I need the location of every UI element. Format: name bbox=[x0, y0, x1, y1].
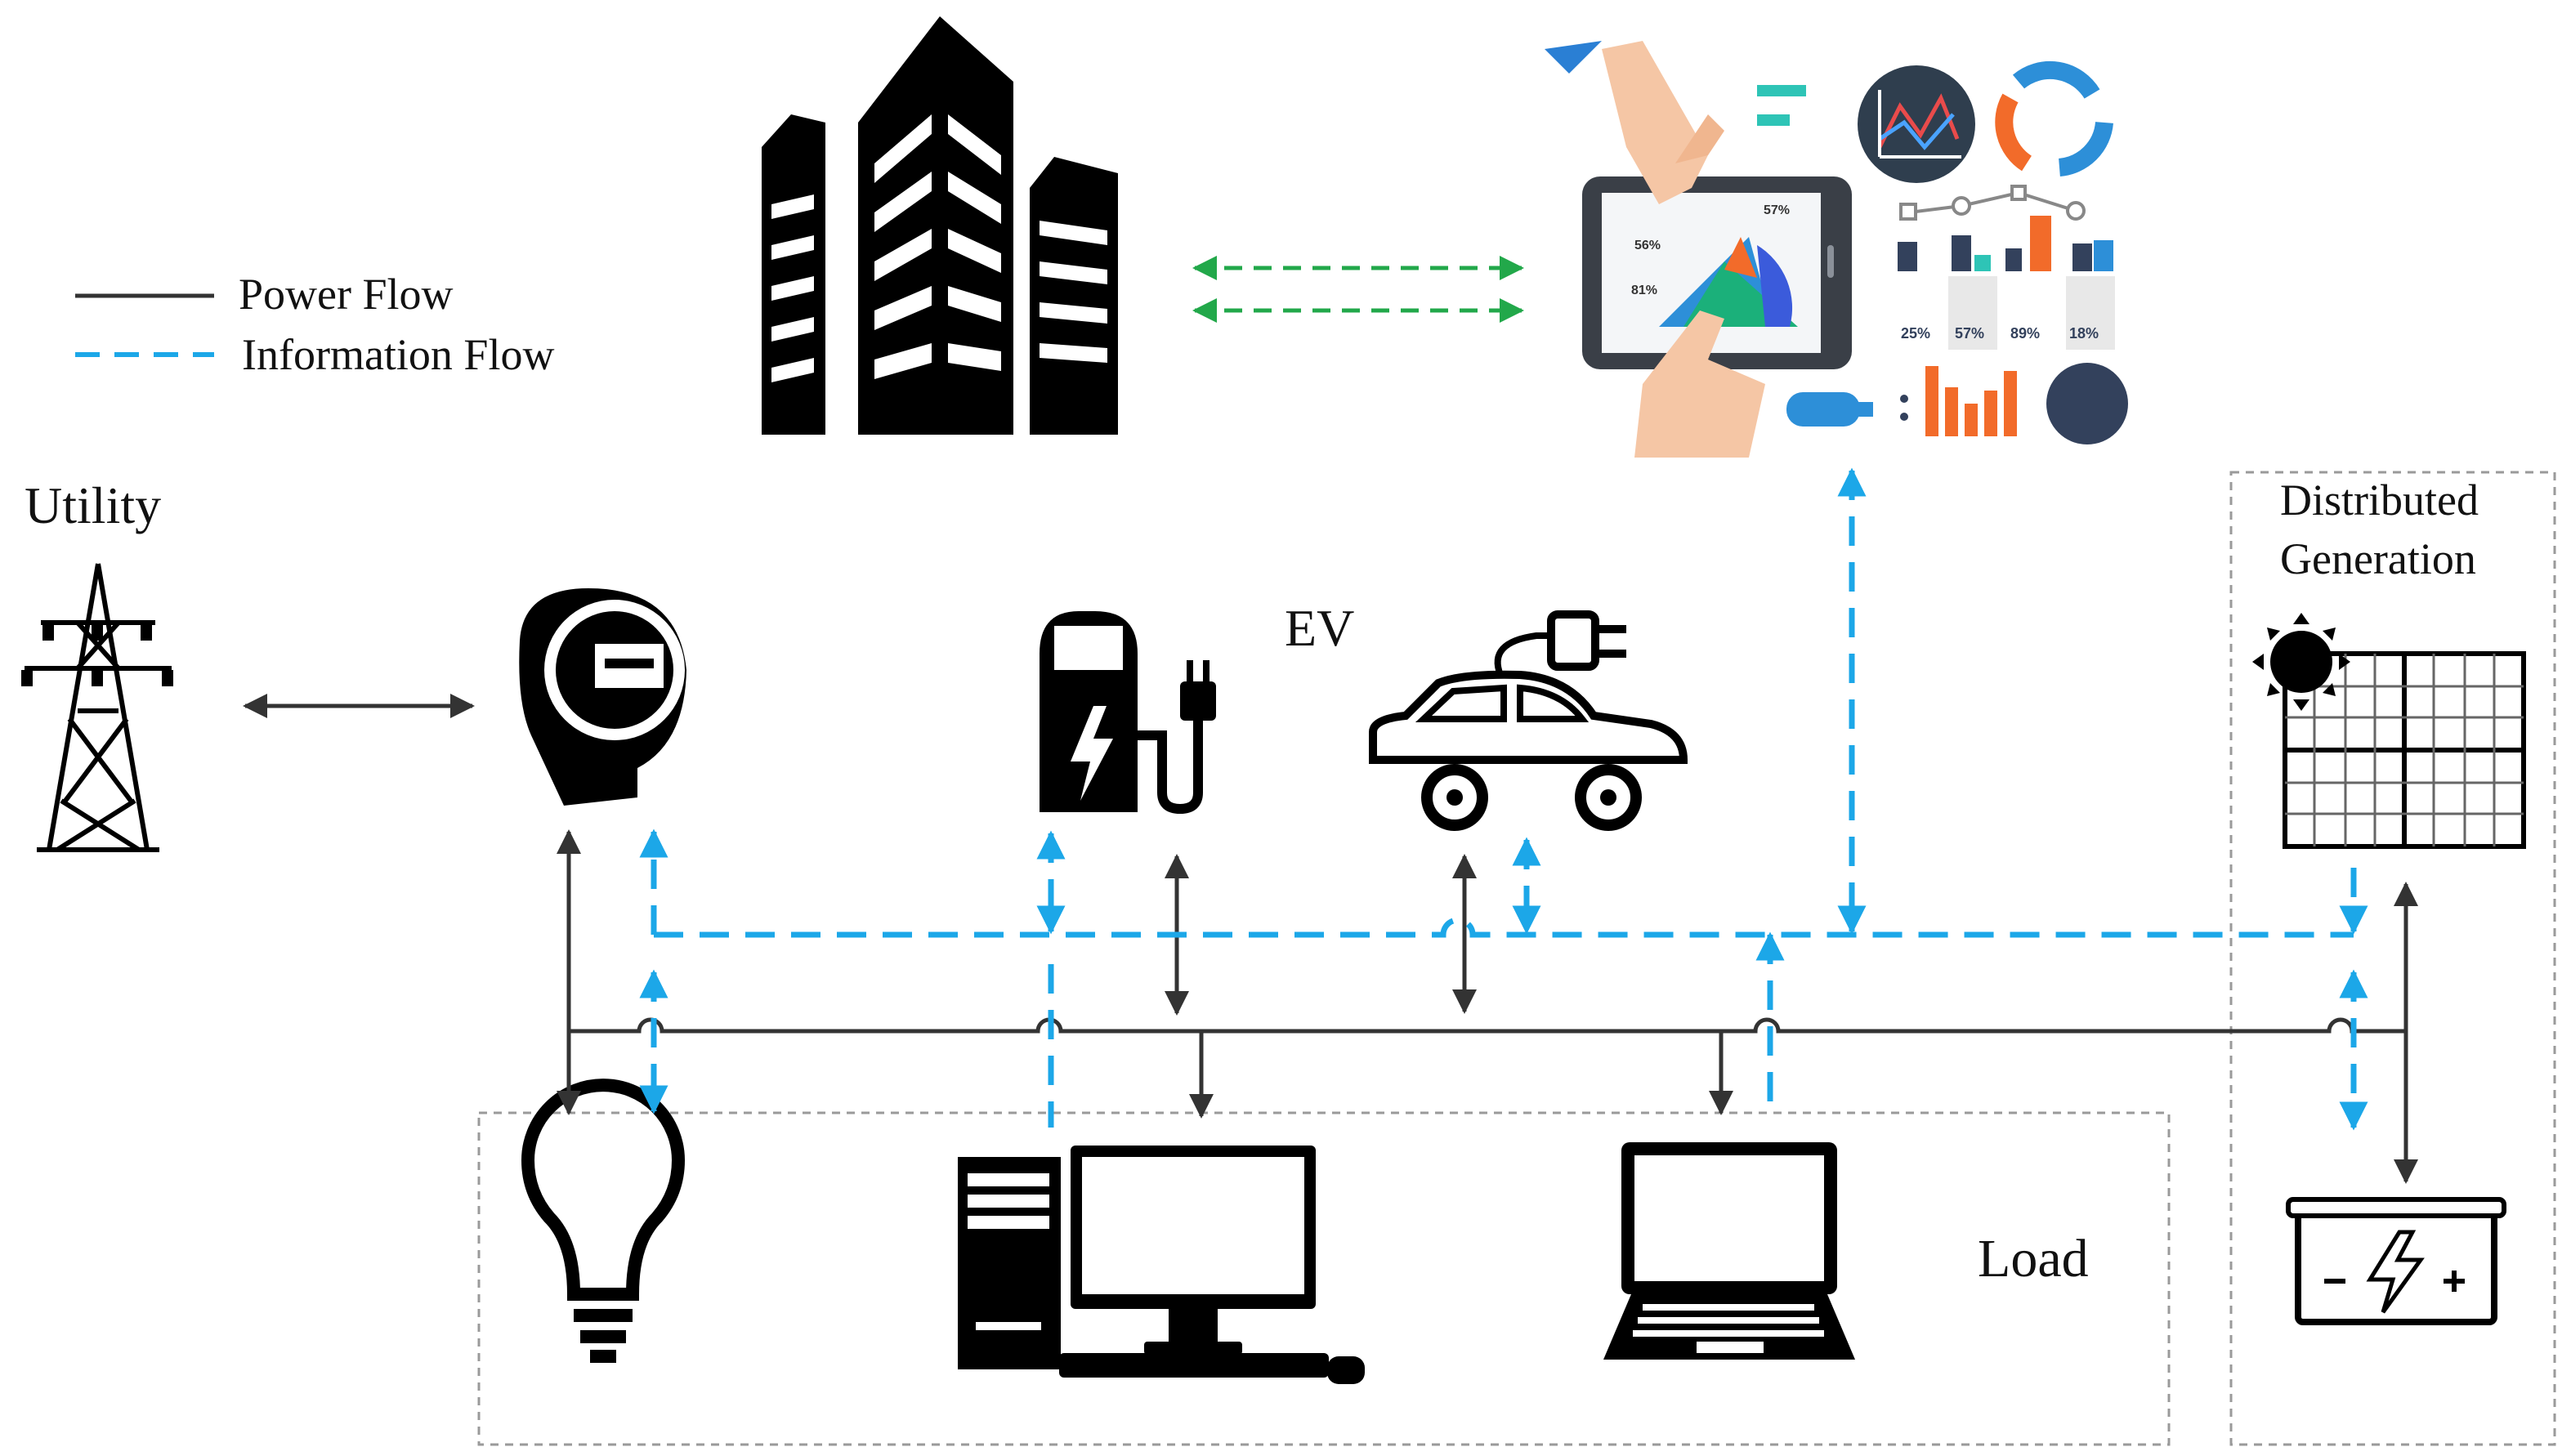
distributed-generation-box bbox=[2229, 471, 2556, 1446]
bar-pct-1: 25% bbox=[1901, 325, 1930, 342]
bar-pct-4: 18% bbox=[2069, 325, 2099, 342]
tablet-button bbox=[1827, 245, 1834, 278]
desktop-computer-icon bbox=[958, 1146, 1365, 1384]
status-dot-icon bbox=[2046, 363, 2128, 444]
usb-icon bbox=[1786, 392, 1860, 427]
orange-bar-chart bbox=[1925, 366, 2017, 436]
dash-line-1 bbox=[1757, 85, 1806, 96]
bar-pct-3: 89% bbox=[2010, 325, 2040, 342]
load-label: Load bbox=[1978, 1229, 2089, 1289]
load-box bbox=[477, 1111, 2171, 1446]
refresh-cycle-icon bbox=[1995, 60, 2113, 176]
dg-label-line2: Generation bbox=[2280, 534, 2476, 583]
sun-icon bbox=[2252, 613, 2350, 711]
dashboard-bars bbox=[1898, 216, 2115, 350]
transmission-tower-icon bbox=[25, 563, 172, 852]
legend: Power Flow Information Flow bbox=[75, 270, 554, 379]
building-icon bbox=[762, 16, 1118, 435]
utility-label: Utility bbox=[25, 476, 161, 534]
colon-dots bbox=[1900, 395, 1908, 421]
light-bulb-icon bbox=[521, 1079, 686, 1363]
dg-label-line1: Distributed bbox=[2280, 476, 2479, 525]
hand-icon-bottom bbox=[1634, 310, 1765, 458]
hand-icon-top bbox=[1602, 41, 1724, 204]
pie-label-3: 81% bbox=[1631, 284, 1657, 297]
electric-car-icon bbox=[1369, 610, 1688, 831]
legend-info-label: Information Flow bbox=[242, 330, 554, 379]
smart-meter-icon bbox=[519, 588, 686, 806]
information-flow-lines bbox=[639, 467, 2368, 1131]
power-flow-lines bbox=[557, 829, 2418, 1184]
bar-pct-2: 57% bbox=[1955, 325, 1984, 342]
trend-line bbox=[1908, 190, 2077, 214]
tower-insulators bbox=[21, 624, 173, 686]
dashboard-illustration: 56% 57% 81% bbox=[1545, 41, 2128, 458]
solar-panel-icon bbox=[2283, 651, 2526, 849]
dash-line-2 bbox=[1757, 114, 1790, 126]
legend-power-label: Power Flow bbox=[239, 270, 454, 319]
battery-icon bbox=[2286, 1197, 2506, 1325]
dashboard-corner-accent bbox=[1545, 41, 1602, 74]
laptop-icon bbox=[1603, 1142, 1855, 1360]
trend-points bbox=[1899, 185, 2086, 221]
ev-label: EV bbox=[1285, 599, 1354, 657]
pie-label-2: 57% bbox=[1764, 203, 1790, 217]
line-chart-icon bbox=[1858, 65, 1975, 183]
pie-label-1: 56% bbox=[1634, 239, 1661, 252]
ev-charger-icon bbox=[1040, 611, 1216, 815]
